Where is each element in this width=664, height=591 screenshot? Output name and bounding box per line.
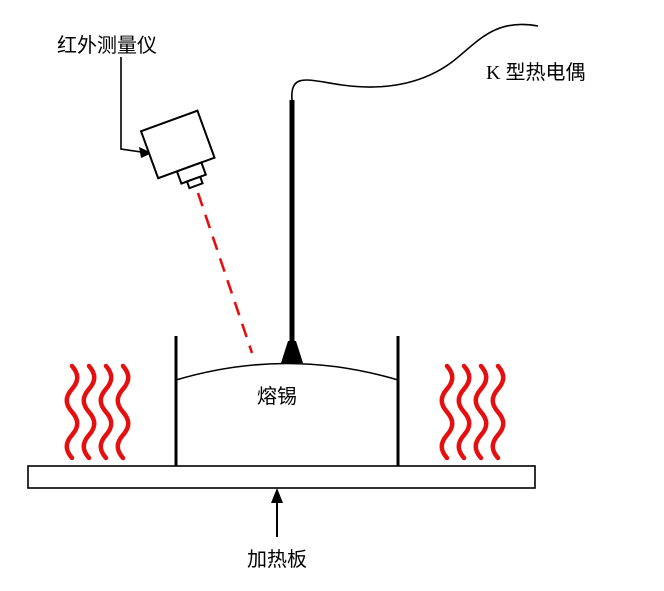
solder-surface-meniscus [175, 362, 399, 381]
heat-waves-right [442, 366, 504, 458]
infrared-device-lens-tip [185, 175, 204, 190]
heat-wave-icon [67, 366, 78, 458]
heating-plate-arrowhead-icon [271, 488, 283, 503]
heat-wave-icon [459, 366, 470, 458]
molten-solder-label: 熔锡 [257, 385, 297, 408]
thermocouple-label: K 型热电偶 [486, 61, 585, 84]
heat-wave-icon [101, 366, 112, 458]
infrared-leader-arrowhead-icon [139, 147, 152, 158]
heat-waves-left [67, 366, 129, 458]
thermocouple-wire [291, 23, 539, 101]
infrared-leader-line [120, 57, 142, 153]
infrared-meter-label: 红外测量仪 [57, 34, 157, 57]
heating-plate [27, 465, 536, 489]
heating-plate-label: 加热板 [247, 548, 307, 571]
thermocouple-tip [281, 341, 303, 363]
heat-wave-icon [442, 366, 453, 458]
heat-wave-icon [493, 366, 504, 458]
heat-wave-icon [84, 366, 95, 458]
heat-wave-icon [118, 366, 129, 458]
heat-wave-icon [476, 366, 487, 458]
infrared-meter-device [139, 109, 216, 190]
infrared-beam-dashed-line [196, 192, 254, 354]
